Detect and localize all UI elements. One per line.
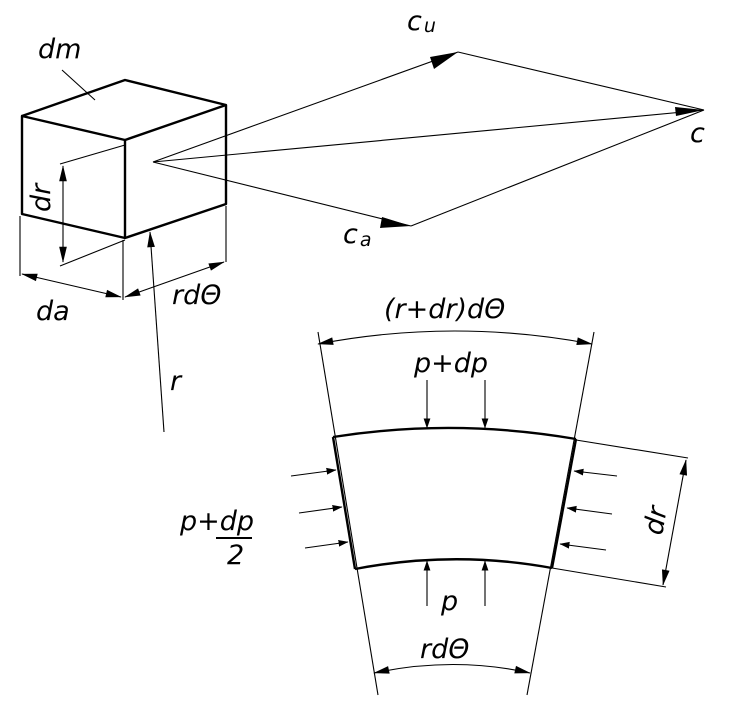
mass-element-cube <box>20 78 228 240</box>
ca-arrowhead <box>380 217 411 228</box>
ca-vector-shaft <box>152 161 412 227</box>
label-r-plus-dr-dtheta: (r+dr)dΘ <box>384 294 505 325</box>
side-arrow-left-2 <box>298 504 343 514</box>
side-arrow-right-2 <box>566 505 613 515</box>
side-arrow-right-1 <box>573 468 618 477</box>
fraction-denominator: 2 <box>227 540 244 571</box>
c-vector <box>152 109 705 163</box>
parallelogram-upper-edge <box>457 51 705 111</box>
c-arrowhead <box>675 107 704 116</box>
dm-leader-line <box>61 69 96 101</box>
label-rdtheta-sector: rdΘ <box>420 634 470 665</box>
dr-sector-extension-top <box>575 439 689 459</box>
radius-r-arrow <box>147 231 165 433</box>
cu-vector-shaft <box>152 51 459 163</box>
sector-inner-arc <box>354 558 553 571</box>
sector-element <box>331 426 578 571</box>
label-da: da <box>36 296 70 327</box>
label-r: r <box>170 366 183 397</box>
side-arrow-left-1 <box>290 467 337 477</box>
label-c: c <box>690 118 705 149</box>
sector-outer-arc <box>332 426 577 441</box>
sector-left-side <box>331 436 357 570</box>
outer-arc-dimension <box>317 330 593 345</box>
cube-top-right-edge <box>124 103 227 142</box>
rdtheta-dimension-cube <box>124 261 225 298</box>
dr-extension-top <box>59 144 126 165</box>
label-p: p <box>440 586 458 617</box>
cu-arrowhead <box>430 52 458 69</box>
velocity-parallelogram <box>152 51 705 228</box>
da-dimension <box>21 273 122 298</box>
label-dr-cube: dr <box>26 182 57 212</box>
dr-dimension-sector <box>661 459 688 586</box>
label-rdtheta-cube: rdΘ <box>172 280 222 311</box>
label-dm: dm <box>38 34 81 65</box>
sector-right-side <box>550 438 578 569</box>
dr-sector-extension-bottom <box>551 567 667 588</box>
label-p-plus-dp: p+dp <box>413 348 488 379</box>
side-arrow-left-3 <box>304 539 349 549</box>
parallelogram-lower-edge <box>410 109 705 227</box>
sector-right-radial <box>526 331 595 696</box>
fraction-numerator: p+dp <box>179 506 254 537</box>
label-cu-main: c <box>407 6 422 37</box>
cube-front-face <box>20 114 127 240</box>
side-arrow-right-3 <box>559 541 607 551</box>
sector-left-radial <box>317 331 379 696</box>
label-ca-main: c <box>343 219 358 250</box>
inner-arc-dimension <box>373 664 531 674</box>
dr-extension-bottom <box>59 239 126 267</box>
label-dr-sector: dr <box>638 502 674 537</box>
label-ca-sub: a <box>360 229 372 251</box>
label-cu-sub: u <box>424 15 436 37</box>
